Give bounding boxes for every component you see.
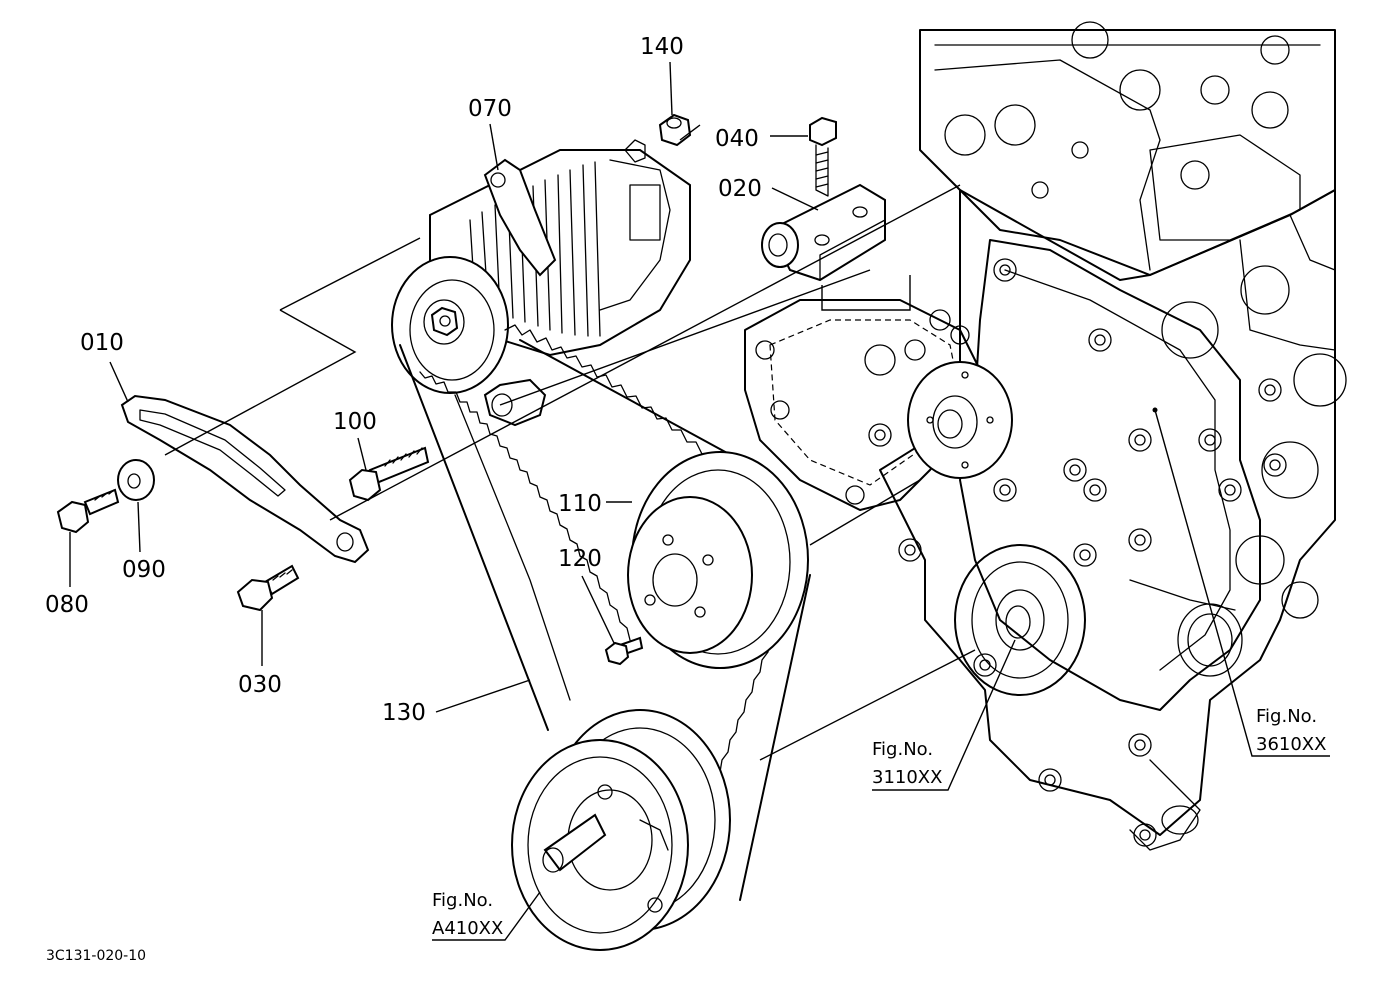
part-label-030: 030 — [238, 672, 282, 698]
bolt-040 — [809, 116, 837, 197]
nut-140 — [658, 113, 692, 147]
fig-ref-3610xx: Fig.No. 3610XX — [1152, 407, 1330, 757]
alternator-070 — [391, 139, 691, 427]
svg-text:A410XX: A410XX — [432, 918, 503, 939]
crank-pulley — [511, 709, 731, 951]
bolt-120 — [604, 636, 644, 666]
fig-ref-a410xx: Fig.No. A410XX — [432, 890, 541, 941]
part-label-010: 010 — [80, 330, 124, 356]
bolt-080 — [56, 488, 120, 534]
part-label-070: 070 — [468, 96, 512, 122]
part-label-120: 120 — [558, 546, 602, 572]
adjusting-bracket-010 — [120, 394, 370, 564]
washer-090 — [117, 459, 155, 501]
part-label-020: 020 — [718, 176, 762, 202]
engine-block — [744, 21, 1347, 851]
bolt-030 — [236, 564, 300, 612]
part-label-100: 100 — [333, 409, 377, 435]
figure-references: Fig.No. A410XX Fig.No. 3110XX Fig.No. 36… — [432, 407, 1330, 941]
diagram-code: 3C131-020-10 — [46, 948, 146, 964]
part-label-080: 080 — [45, 592, 89, 618]
svg-text:3610XX: 3610XX — [1256, 734, 1326, 755]
svg-text:3110XX: 3110XX — [872, 767, 942, 788]
assembly-lines — [164, 124, 976, 761]
fan-pulley-110 — [627, 451, 809, 669]
part-labels: 010 020 030 040 070 080 090 100 110 120 … — [45, 34, 819, 726]
part-label-110: 110 — [558, 491, 602, 517]
svg-text:Fig.No.: Fig.No. — [872, 739, 933, 760]
part-label-040: 040 — [715, 126, 759, 152]
part-label-130: 130 — [382, 700, 426, 726]
fig-ref-3110xx: Fig.No. 3110XX — [872, 639, 1016, 791]
bracket-020 — [761, 183, 886, 282]
part-label-140: 140 — [640, 34, 684, 60]
svg-text:Fig.No.: Fig.No. — [432, 890, 493, 911]
part-label-090: 090 — [122, 557, 166, 583]
svg-text:Fig.No.: Fig.No. — [1256, 706, 1317, 727]
bolt-100 — [348, 446, 430, 502]
